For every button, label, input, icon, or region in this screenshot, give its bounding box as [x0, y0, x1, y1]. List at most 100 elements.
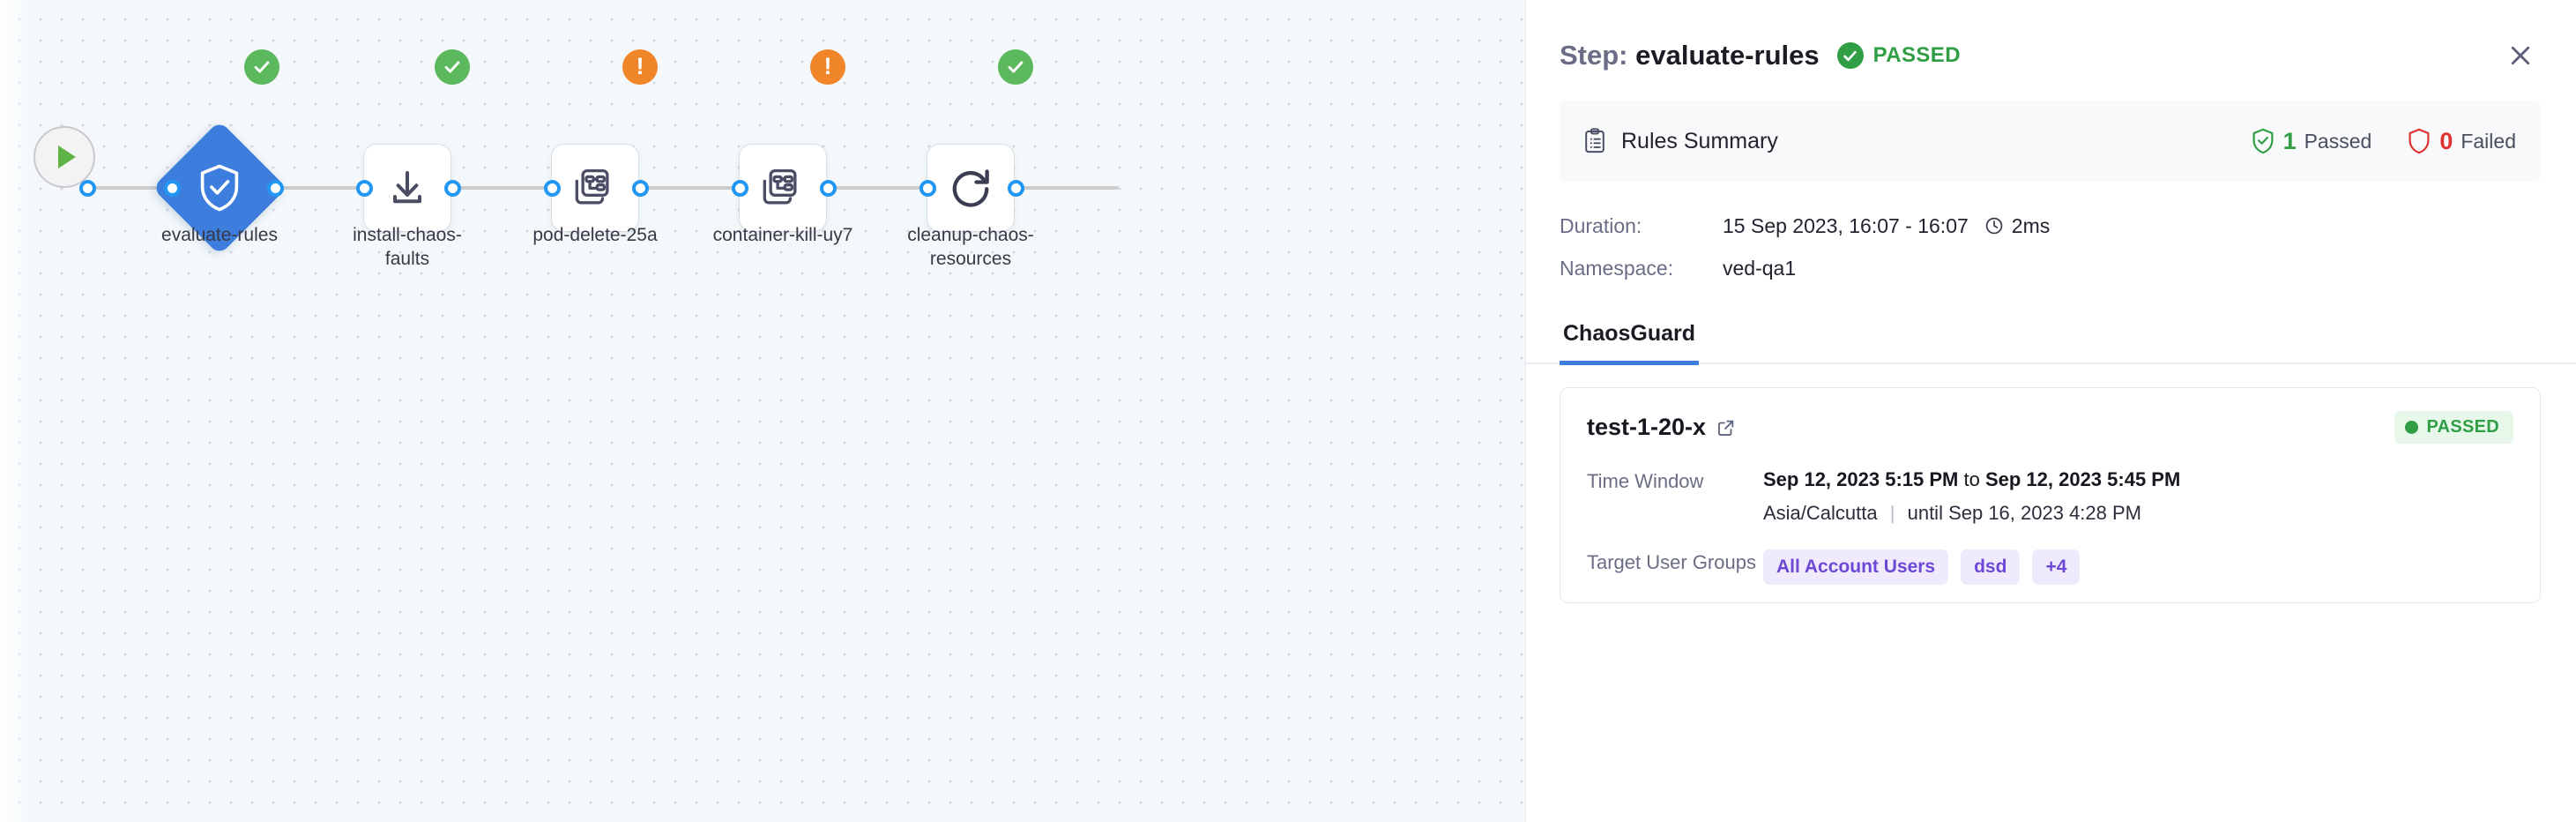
- connector-rail: [1015, 186, 1119, 190]
- detail-value-time-window: Sep 12, 2023 5:15 PM to Sep 12, 2023 5:4…: [1763, 468, 2180, 525]
- panel-tabs: ChaosGuard: [1526, 312, 2576, 365]
- pipeline-start-node[interactable]: [34, 126, 95, 188]
- port-dot[interactable]: [820, 179, 837, 197]
- chaos-experiment-icon: [575, 168, 609, 205]
- rules-passed-label: Passed: [2304, 129, 2372, 153]
- meta-value-duration: 15 Sep 2023, 16:07 - 16:07 2ms: [1723, 214, 2050, 238]
- chaosguard-result-card: test-1-20-x PASSED Time Window Sep 12, 2: [1560, 387, 2541, 603]
- rules-passed-count: 1: [2282, 127, 2297, 154]
- check-icon: [254, 61, 270, 73]
- connector-rail: [270, 186, 369, 190]
- result-status-badge: PASSED: [2394, 411, 2513, 444]
- node-label-install-chaos-faults: install-chaos-faults: [353, 225, 462, 269]
- rules-failed-stat: 0 Failed: [2407, 128, 2516, 155]
- node-label-pod-delete-25a: pod-delete-25a: [532, 225, 658, 245]
- rules-failed-label: Failed: [2461, 129, 2516, 153]
- port-dot[interactable]: [356, 179, 373, 197]
- connector-rail: [827, 186, 931, 190]
- node-cleanup-chaos-resources[interactable]: [927, 145, 1014, 231]
- duration-elapsed: 2ms: [1984, 214, 2050, 238]
- detail-row-target-user-groups: Target User Groups All Account Users dsd…: [1587, 549, 2513, 585]
- shield-check-icon: [2252, 128, 2274, 154]
- status-badge: PASSED: [1872, 43, 1961, 67]
- clipboard-icon: [1585, 128, 1604, 153]
- tab-chaosguard[interactable]: ChaosGuard: [1560, 312, 1700, 365]
- node-status-badge-warning: !: [622, 49, 658, 85]
- duration-ms: 2ms: [2011, 213, 2051, 237]
- refresh-icon: [952, 169, 989, 207]
- shield-check-icon: [200, 164, 239, 212]
- check-icon: [1008, 61, 1024, 73]
- pipeline-graph: evaluate-rules install-chaos-faults: [0, 0, 1525, 269]
- node-status-badge-success: [244, 49, 279, 85]
- rules-failed-count: 0: [2439, 127, 2453, 154]
- close-glyph: [2511, 46, 2530, 65]
- node-install-chaos-faults[interactable]: [364, 145, 450, 231]
- user-group-chips: All Account Users dsd +4: [1763, 549, 2081, 585]
- check-icon: [444, 61, 460, 73]
- close-icon[interactable]: [2500, 35, 2541, 76]
- detail-key-target-user-groups: Target User Groups: [1587, 551, 1756, 573]
- connector-rail: [86, 186, 223, 190]
- panel-title-name: evaluate-rules: [1635, 40, 1820, 71]
- rules-summary-card: Rules Summary 1 Passed 0 Failed: [1560, 101, 2541, 182]
- meta-key-namespace: Namespace:: [1560, 256, 1674, 280]
- port-dot[interactable]: [79, 179, 96, 197]
- rules-summary-title: Rules Summary: [1621, 128, 1778, 153]
- meta-row-duration: Duration: 15 Sep 2023, 16:07 - 16:07 2ms: [1560, 205, 2541, 247]
- external-link-glyph: [1718, 420, 1734, 436]
- node-container-kill-uy7[interactable]: [740, 145, 826, 231]
- node-pod-delete-25a[interactable]: [552, 145, 638, 231]
- download-icon: [393, 171, 421, 204]
- port-dot[interactable]: [1008, 179, 1024, 197]
- node-status-badge-warning: !: [810, 49, 845, 85]
- time-window-subtext: Asia/Calcutta | until Sep 16, 2023 4:28 …: [1763, 502, 2180, 525]
- detail-value-target-user-groups: All Account Users dsd +4: [1763, 549, 2081, 585]
- port-dot[interactable]: [267, 179, 284, 197]
- port-dot[interactable]: [632, 179, 649, 197]
- clock-icon: [1985, 217, 2003, 235]
- time-window-end: Sep 12, 2023 5:45 PM: [1984, 468, 2181, 490]
- rules-summary-stats: 1 Passed 0 Failed: [2251, 128, 2516, 155]
- time-window-start: Sep 12, 2023 5:15 PM: [1763, 468, 1959, 490]
- user-group-overflow-chip[interactable]: +4: [2032, 549, 2081, 585]
- connector-rail: [451, 186, 555, 190]
- panel-title-lead: Step:: [1560, 40, 1628, 71]
- result-card-header: test-1-20-x PASSED: [1587, 411, 2513, 444]
- external-link-icon[interactable]: [1716, 418, 1736, 437]
- user-group-chip[interactable]: All Account Users: [1763, 549, 1949, 585]
- time-window-conjunction: to: [1958, 468, 1985, 490]
- port-dot[interactable]: [444, 179, 461, 197]
- port-dot[interactable]: [919, 179, 936, 197]
- step-meta: Duration: 15 Sep 2023, 16:07 - 16:07 2ms…: [1526, 182, 2576, 289]
- result-name: test-1-20-x: [1587, 414, 1707, 440]
- port-dot[interactable]: [544, 179, 561, 197]
- status-dot-icon: [2405, 421, 2419, 434]
- check-circle-icon: [1836, 42, 1864, 69]
- node-label-cleanup-chaos-resources: cleanup-chaos-resources: [907, 225, 1034, 269]
- node-status-badge-success: [998, 49, 1033, 85]
- port-dot[interactable]: [732, 179, 748, 197]
- time-window-until: until Sep 16, 2023 4:28 PM: [1907, 502, 2142, 524]
- node-label-container-kill-uy7: container-kill-uy7: [712, 225, 853, 245]
- meta-key-duration: Duration:: [1560, 213, 1642, 237]
- meta-value-namespace: ved-qa1: [1723, 256, 1797, 280]
- step-detail-panel: Step: evaluate-rules PASSED: [1525, 0, 2576, 822]
- pipeline-canvas[interactable]: evaluate-rules install-chaos-faults: [0, 0, 1525, 822]
- page-title: Step: evaluate-rules: [1560, 40, 1820, 71]
- user-group-chip[interactable]: dsd: [1961, 549, 2021, 585]
- port-dot[interactable]: [164, 179, 181, 197]
- detail-key-time-window: Time Window: [1587, 470, 1704, 492]
- detail-row-time-window: Time Window Sep 12, 2023 5:15 PM to Sep …: [1587, 468, 2513, 525]
- panel-header: Step: evaluate-rules PASSED: [1526, 0, 2576, 83]
- meta-row-namespace: Namespace: ved-qa1: [1560, 247, 2541, 289]
- exclamation-icon: !: [636, 52, 644, 79]
- subtext-divider: |: [1889, 502, 1895, 524]
- node-status-badge-success: [435, 49, 470, 85]
- result-status-text: PASSED: [2426, 417, 2499, 437]
- rules-passed-stat: 1 Passed: [2251, 127, 2372, 155]
- connector-rail: [639, 186, 743, 190]
- duration-range: 15 Sep 2023, 16:07 - 16:07: [1723, 213, 1969, 237]
- time-window-timezone: Asia/Calcutta: [1763, 502, 1878, 524]
